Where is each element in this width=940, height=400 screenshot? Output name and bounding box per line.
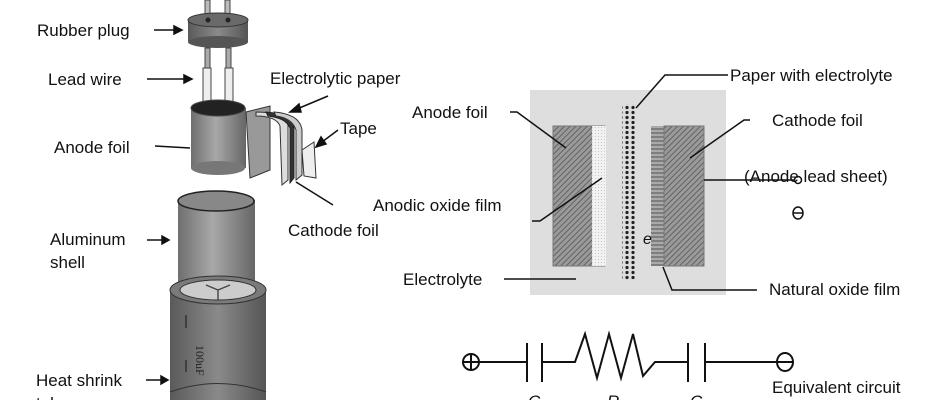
label-anode-lead-sheet: (Anode lead sheet) (744, 167, 888, 186)
capacitor-marking: 100uF (193, 345, 207, 376)
label-capacitor-c1: C (528, 393, 540, 400)
label-rubber-plug: Rubber plug (37, 21, 130, 40)
cross-section (530, 90, 726, 295)
label-aluminum-shell: Aluminum (50, 230, 126, 249)
label-cathode-foil-left: Cathode foil (288, 221, 379, 240)
label-tape: Tape (340, 119, 377, 138)
negative-terminal-icon (776, 352, 794, 372)
negative-terminal-icon (792, 206, 804, 220)
label-cathode-foil-right: Cathode foil (772, 111, 863, 130)
terminal-icon (793, 175, 803, 185)
equivalent-circuit-drawing (462, 330, 794, 382)
label-electrolyte: Electrolyte (403, 270, 483, 289)
heat-shrink-tube (169, 275, 267, 400)
rubber-plug (187, 12, 249, 48)
resistor-zigzag (542, 330, 688, 382)
aluminum-shell (177, 190, 255, 285)
label-lead-wire: Lead wire (48, 70, 122, 89)
label-capacitor-c2: C (690, 393, 702, 400)
label-heat-shrink-tube-line2: tube (36, 395, 69, 400)
label-paper-with-electrolyte: Paper with electrolyte (730, 66, 893, 85)
label-electrolytic-paper: Electrolytic paper (270, 69, 401, 88)
anode-foil-roll (190, 99, 317, 187)
lead-wires (202, 47, 234, 104)
label-resistor-r: R (607, 393, 619, 400)
label-equivalent-circuit: Equivalent circuit (772, 378, 901, 397)
label-anode-foil-right: Anode foil (412, 103, 488, 122)
label-heat-shrink-tube: Heat shrink (36, 371, 122, 390)
label-natural-oxide-film: Natural oxide film (769, 280, 901, 299)
left-leader-lines (146, 24, 339, 386)
label-anode-foil-left: Anode foil (54, 138, 130, 157)
label-aluminum-shell-line2: shell (50, 253, 85, 272)
electron-symbol: e (643, 231, 652, 248)
label-anodic-oxide-film: Anodic oxide film (373, 196, 502, 215)
right-leader-lines (504, 74, 795, 291)
positive-terminal-icon (462, 353, 480, 371)
